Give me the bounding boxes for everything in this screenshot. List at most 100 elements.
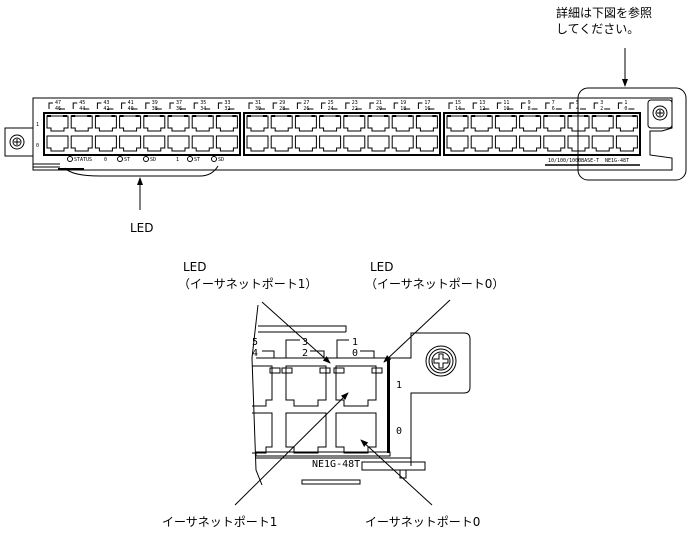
ethernet-port[interactable] <box>470 115 493 132</box>
led-bracket <box>64 165 219 177</box>
port-led <box>119 115 124 117</box>
ethernet-port[interactable] <box>119 135 142 152</box>
ethernet-port[interactable] <box>494 115 517 132</box>
detail-port-number-odd: 1 <box>352 337 358 348</box>
port-number-even: 10 <box>503 106 509 112</box>
detail-callout-outline <box>577 87 687 181</box>
ethernet-port[interactable] <box>270 135 293 152</box>
eth1-pointer <box>234 392 349 506</box>
ethernet-port[interactable] <box>70 115 93 132</box>
ethernet-port[interactable] <box>567 115 590 132</box>
ethernet-port[interactable] <box>191 115 214 132</box>
led-text: ST <box>194 157 200 163</box>
port-led <box>184 115 188 117</box>
led1-title: LED <box>183 260 207 274</box>
port-led <box>559 115 564 117</box>
detail-ethernet-port[interactable] <box>252 412 273 454</box>
ethernet-port[interactable] <box>246 115 269 132</box>
ethernet-port[interactable] <box>119 115 142 132</box>
ethernet-port[interactable] <box>143 135 166 152</box>
ethernet-port[interactable] <box>567 135 590 152</box>
detail-port-led <box>269 367 281 374</box>
led-text: STATUS <box>74 157 92 163</box>
ethernet-port[interactable] <box>46 135 69 152</box>
ethernet-port[interactable] <box>415 115 438 132</box>
detail-ethernet-port[interactable] <box>252 365 273 407</box>
ethernet-port[interactable] <box>167 115 190 132</box>
ethernet-port[interactable] <box>470 135 493 152</box>
ethernet-port[interactable] <box>294 115 317 132</box>
led0-pointer <box>383 299 451 363</box>
ethernet-port[interactable] <box>446 115 469 132</box>
port-led <box>263 115 267 117</box>
port-led <box>471 115 476 117</box>
ethernet-port[interactable] <box>391 135 414 152</box>
ethernet-port[interactable] <box>215 135 238 152</box>
port-number-even: 34 <box>200 106 206 112</box>
ethernet-port[interactable] <box>367 135 390 152</box>
led0-title: LED <box>370 260 394 274</box>
ethernet-port[interactable] <box>446 135 469 152</box>
ethernet-port[interactable] <box>615 135 638 152</box>
ethernet-port[interactable] <box>191 135 214 152</box>
ethernet-port[interactable] <box>215 115 238 132</box>
port-led <box>359 115 364 117</box>
port-led <box>447 115 451 117</box>
port-number-odd: 1 <box>624 100 627 106</box>
detail-ethernet-port[interactable] <box>285 412 327 454</box>
ethernet-port[interactable] <box>543 135 566 152</box>
ethernet-port[interactable] <box>46 115 69 132</box>
detail-row-bottom: 0 <box>396 426 402 437</box>
port-number-even: 18 <box>400 106 406 112</box>
ethernet-port[interactable] <box>615 115 638 132</box>
ethernet-port[interactable] <box>319 135 342 152</box>
ethernet-port[interactable] <box>246 135 269 152</box>
ethernet-port[interactable] <box>591 115 614 132</box>
ethernet-port[interactable] <box>494 135 517 152</box>
port-led <box>111 115 116 117</box>
port-block <box>443 112 641 156</box>
port-led <box>384 115 388 117</box>
ethernet-port[interactable] <box>543 115 566 132</box>
ethernet-port[interactable] <box>94 135 117 152</box>
port-led <box>216 115 221 117</box>
led1-sub: （イーサネットポート1） <box>178 277 317 291</box>
detail-port-number-odd: 5 <box>252 337 258 348</box>
ethernet-port[interactable] <box>167 135 190 152</box>
ethernet-port[interactable] <box>94 115 117 132</box>
ethernet-port[interactable] <box>519 135 542 152</box>
port-number-odd: 29 <box>279 100 285 106</box>
port-number-even: 22 <box>352 106 358 112</box>
status-led-icon <box>187 156 193 162</box>
port-led <box>295 115 300 117</box>
ethernet-port[interactable] <box>343 135 366 152</box>
row-label-bottom: 0 <box>36 143 39 149</box>
port-led <box>159 115 164 117</box>
ethernet-port[interactable] <box>519 115 542 132</box>
port-led <box>135 115 140 117</box>
ethernet-port[interactable] <box>391 115 414 132</box>
port-number-even: 26 <box>303 106 309 112</box>
detail-view: LED （イーサネットポート1） LED （イーサネットポート0） 543210… <box>162 260 504 529</box>
port-number-even: 12 <box>479 106 485 112</box>
ethernet-port[interactable] <box>143 115 166 132</box>
port-led <box>192 115 197 117</box>
port-number-even: 16 <box>424 106 430 112</box>
ethernet-port[interactable] <box>70 135 93 152</box>
led-text: 0 <box>104 157 107 163</box>
status-led-icon <box>211 156 217 162</box>
row-label-top: 1 <box>36 122 39 128</box>
ethernet-port[interactable] <box>270 115 293 132</box>
port-led <box>519 115 524 117</box>
detail-ethernet-port[interactable] <box>285 365 327 407</box>
port-led <box>495 115 500 117</box>
ethernet-port[interactable] <box>415 135 438 152</box>
ethernet-port[interactable] <box>367 115 390 132</box>
detail-ethernet-port[interactable] <box>335 412 377 454</box>
ethernet-port[interactable] <box>343 115 366 132</box>
port-number-odd: 33 <box>224 100 230 106</box>
ethernet-port[interactable] <box>294 135 317 152</box>
ethernet-port[interactable] <box>319 115 342 132</box>
ethernet-port[interactable] <box>591 135 614 152</box>
detail-ethernet-port[interactable] <box>335 365 377 407</box>
